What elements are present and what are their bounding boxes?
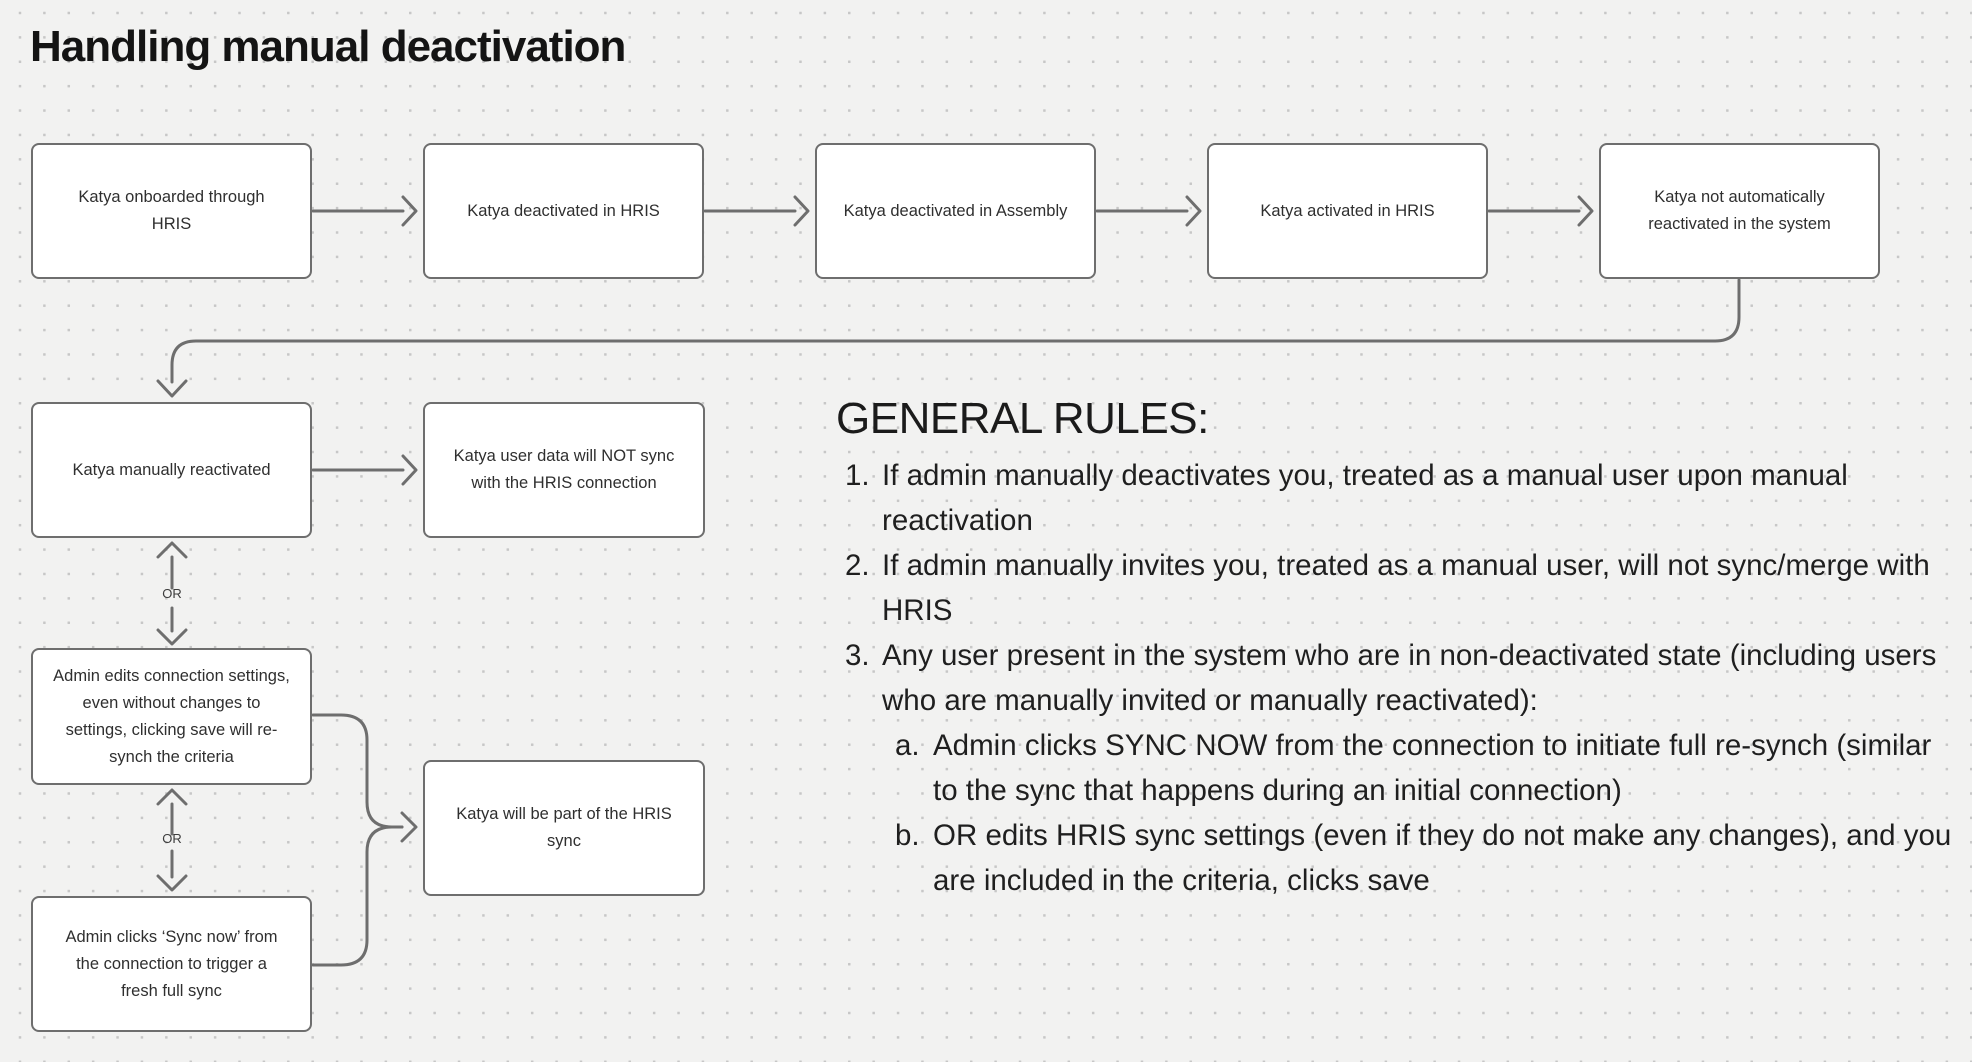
rule-item-1: 1. If admin manually deactivates you, tr… — [836, 453, 1958, 543]
rule-number: 2. — [845, 549, 870, 582]
rule-letter: b. — [895, 819, 920, 852]
rule-text: If admin manually deactivates you, treat… — [882, 459, 1848, 537]
rule-sub-item-b: b. OR edits HRIS sync settings (even if … — [886, 813, 1958, 903]
or-arrows-lower — [156, 788, 188, 892]
flow-box-label: Katya user data will NOT sync with the H… — [453, 447, 675, 492]
arrow-assembly-to-activated-hris — [1095, 195, 1202, 227]
flow-box-onboarded-hris[interactable]: Katya onboarded through HRIS — [31, 143, 312, 279]
arrow-activated-to-not-reactivated — [1487, 195, 1594, 227]
connector-merge-to-part-of-sync — [311, 713, 418, 967]
rules-section: GENERAL RULES: 1. If admin manually deac… — [836, 394, 1958, 903]
rule-letter: a. — [895, 729, 920, 762]
flow-box-manually-reactivated[interactable]: Katya manually reactivated — [31, 402, 312, 538]
page-title: Handling manual deactivation — [30, 22, 626, 71]
flow-box-deactivated-assembly[interactable]: Katya deactivated in Assembly — [815, 143, 1096, 279]
arrow-deactivated-hris-to-assembly — [703, 195, 810, 227]
or-arrows-upper — [156, 541, 188, 646]
rule-item-2: 2. If admin manually invites you, treate… — [836, 543, 1958, 633]
flow-box-deactivated-hris[interactable]: Katya deactivated in HRIS — [423, 143, 704, 279]
flow-box-not-auto-reactivated[interactable]: Katya not automatically reactivated in t… — [1599, 143, 1880, 279]
or-label-upper: OR — [162, 586, 182, 601]
rule-item-3: 3. Any user present in the system who ar… — [836, 633, 1958, 723]
flow-box-label: Katya will be part of the HRIS sync — [456, 805, 672, 850]
rule-text: Any user present in the system who are i… — [882, 639, 1937, 717]
rule-text: OR edits HRIS sync settings (even if the… — [933, 819, 1952, 897]
or-label-lower: OR — [162, 831, 182, 846]
flow-box-label: Admin clicks ‘Sync now’ from the connect… — [65, 927, 278, 1000]
flow-box-part-of-hris-sync[interactable]: Katya will be part of the HRIS sync — [423, 760, 705, 896]
rule-text: Admin clicks SYNC NOW from the connectio… — [933, 729, 1932, 807]
flow-box-label: Katya onboarded through HRIS — [78, 188, 265, 233]
connector-loopback-to-manually-reactivated — [156, 278, 1741, 398]
rules-heading: GENERAL RULES: — [836, 394, 1209, 443]
flow-box-sync-now[interactable]: Admin clicks ‘Sync now’ from the connect… — [31, 896, 312, 1032]
arrow-manually-reactivated-to-no-sync — [311, 454, 418, 486]
flow-box-edit-settings[interactable]: Admin edits connection settings, even wi… — [31, 648, 312, 785]
rules-list: 1. If admin manually deactivates you, tr… — [836, 453, 1958, 903]
flow-box-activated-hris[interactable]: Katya activated in HRIS — [1207, 143, 1488, 279]
flow-box-label: Katya manually reactivated — [72, 460, 271, 479]
rule-sub-item-a: a. Admin clicks SYNC NOW from the connec… — [886, 723, 1958, 813]
flow-box-label: Katya deactivated in HRIS — [467, 201, 660, 220]
flow-box-label: Katya not automatically reactivated in t… — [1648, 188, 1831, 233]
rule-number: 3. — [845, 639, 870, 672]
flow-box-no-sync[interactable]: Katya user data will NOT sync with the H… — [423, 402, 705, 538]
flow-box-label: Katya deactivated in Assembly — [843, 201, 1068, 220]
flow-box-label: Katya activated in HRIS — [1260, 201, 1435, 220]
rule-number: 1. — [845, 459, 870, 492]
arrow-onboarded-to-deactivated-hris — [311, 195, 418, 227]
rule-text: If admin manually invites you, treated a… — [882, 549, 1930, 627]
flow-box-label: Admin edits connection settings, even wi… — [53, 666, 290, 766]
